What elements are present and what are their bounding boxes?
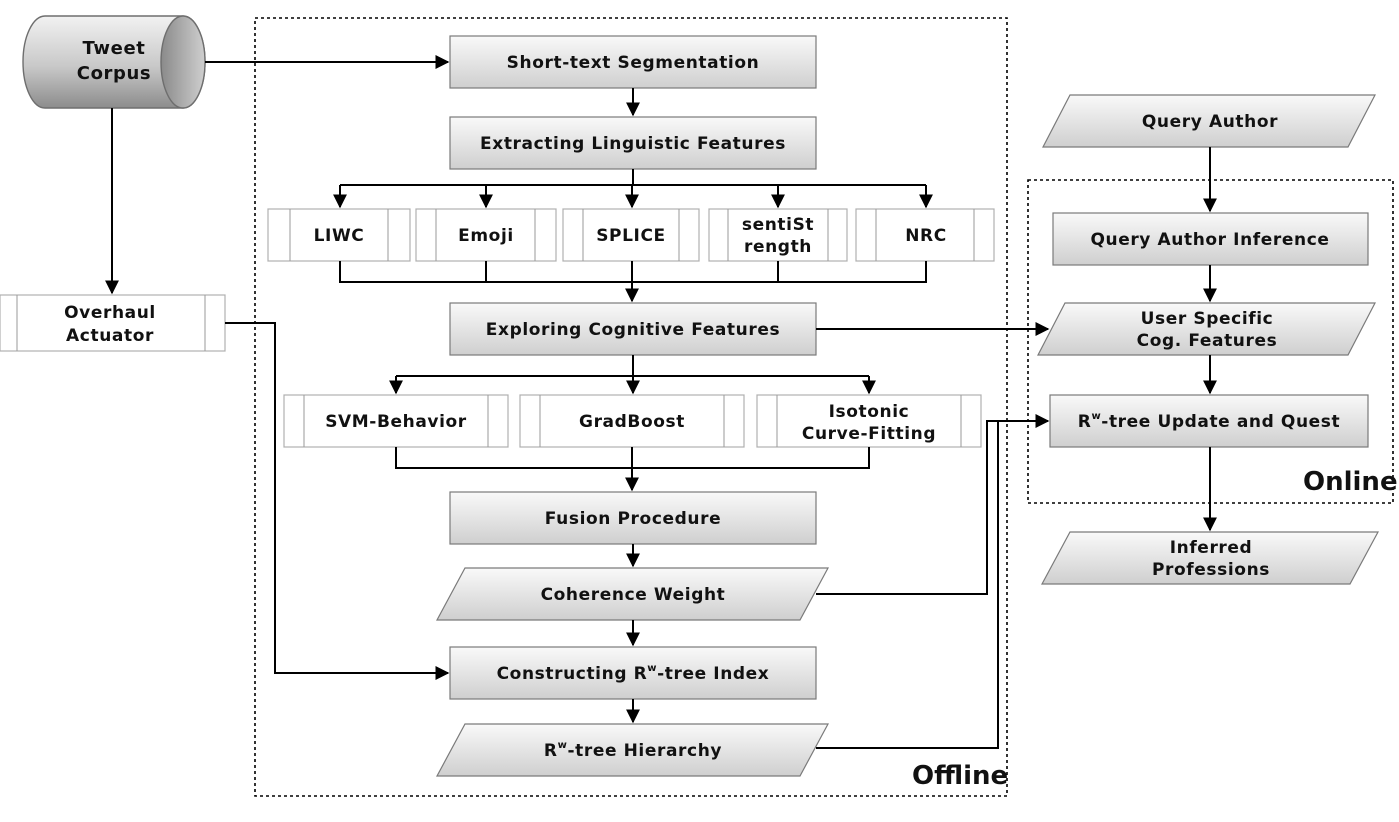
segmentation-label: Short-text Segmentation [507, 53, 760, 73]
exploring-label: Exploring Cognitive Features [486, 320, 780, 340]
edge-exploring-bus [396, 355, 869, 377]
model-isotonic-label-1: Isotonic [829, 402, 910, 422]
lexicon-splice-node: SPLICE [562, 208, 700, 262]
lexicon-nrc-label: NRC [905, 226, 947, 246]
edge-coherence-to-update [816, 414, 1050, 595]
fusion-label: Fusion Procedure [545, 509, 721, 529]
model-isotonic-node: Isotonic Curve-Fitting [756, 394, 982, 448]
extracting-node: Extracting Linguistic Features [449, 116, 817, 170]
inferred-professions-label-2: Professions [1152, 560, 1270, 580]
lexicon-sentistrength-label-2: rength [744, 237, 812, 257]
hierarchy-label: Rw-tree Hierarchy [544, 740, 722, 761]
exploring-node: Exploring Cognitive Features [449, 302, 817, 356]
inference-label: Query Author Inference [1090, 230, 1329, 250]
query-author-label: Query Author [1142, 112, 1278, 132]
tweet-corpus-label-2: Corpus [77, 63, 151, 84]
inferred-professions-node: Inferred Professions [1040, 531, 1380, 585]
fusion-node: Fusion Procedure [449, 491, 817, 545]
coherence-weight-node: Coherence Weight [435, 567, 830, 621]
lexicon-liwc-label: LIWC [314, 226, 365, 246]
overhaul-actuator-label-1: Overhaul [64, 303, 156, 323]
tweet-corpus-label-1: Tweet [83, 38, 146, 59]
offline-region-frame [254, 17, 1008, 797]
inference-node: Query Author Inference [1052, 212, 1369, 266]
update-quest-node: Rw-tree Update and Quest [1049, 394, 1369, 448]
user-specific-label-1: User Specific [1141, 309, 1274, 329]
extracting-label: Extracting Linguistic Features [480, 134, 786, 154]
overhaul-actuator-node: Overhaul Actuator [0, 294, 226, 352]
constructing-index-label: Constructing Rw-tree Index [497, 663, 770, 684]
edges [105, 55, 1217, 749]
lexicon-emoji-node: Emoji [415, 208, 557, 262]
lexicon-nrc-node: NRC [855, 208, 995, 262]
lexicon-sentistrength-node: sentiSt rength [708, 208, 848, 262]
user-specific-node: User Specific Cog. Features [1037, 302, 1376, 356]
overhaul-actuator-label-2: Actuator [66, 326, 154, 346]
offline-region-label: Offline [912, 761, 1008, 791]
tweet-corpus-node: Tweet Corpus [22, 15, 206, 109]
inferred-professions-label-1: Inferred [1170, 538, 1253, 558]
model-isotonic-label-2: Curve-Fitting [802, 424, 936, 444]
coherence-weight-label: Coherence Weight [541, 585, 726, 605]
model-svm-node: SVM-Behavior [283, 394, 509, 448]
model-gradboost-node: GradBoost [519, 394, 745, 448]
model-gradboost-label: GradBoost [579, 412, 685, 432]
update-quest-label: Rw-tree Update and Quest [1078, 411, 1340, 432]
user-specific-label-2: Cog. Features [1137, 331, 1278, 351]
edge-actuator-to-constructing [225, 322, 450, 680]
online-region-label: Online [1303, 467, 1398, 497]
lexicon-splice-label: SPLICE [596, 226, 666, 246]
lexicon-sentistrength-label-1: sentiSt [742, 215, 814, 235]
lexicon-emoji-label: Emoji [458, 226, 514, 246]
edge-hierarchy-to-update [816, 421, 999, 749]
segmentation-node: Short-text Segmentation [449, 35, 817, 89]
edge-extracting-bus [340, 169, 926, 186]
model-svm-label: SVM-Behavior [325, 412, 467, 432]
hierarchy-node: Rw-tree Hierarchy [435, 723, 830, 777]
lexicon-liwc-node: LIWC [267, 208, 411, 262]
query-author-node: Query Author [1042, 94, 1376, 148]
constructing-index-node: Constructing Rw-tree Index [449, 646, 817, 700]
